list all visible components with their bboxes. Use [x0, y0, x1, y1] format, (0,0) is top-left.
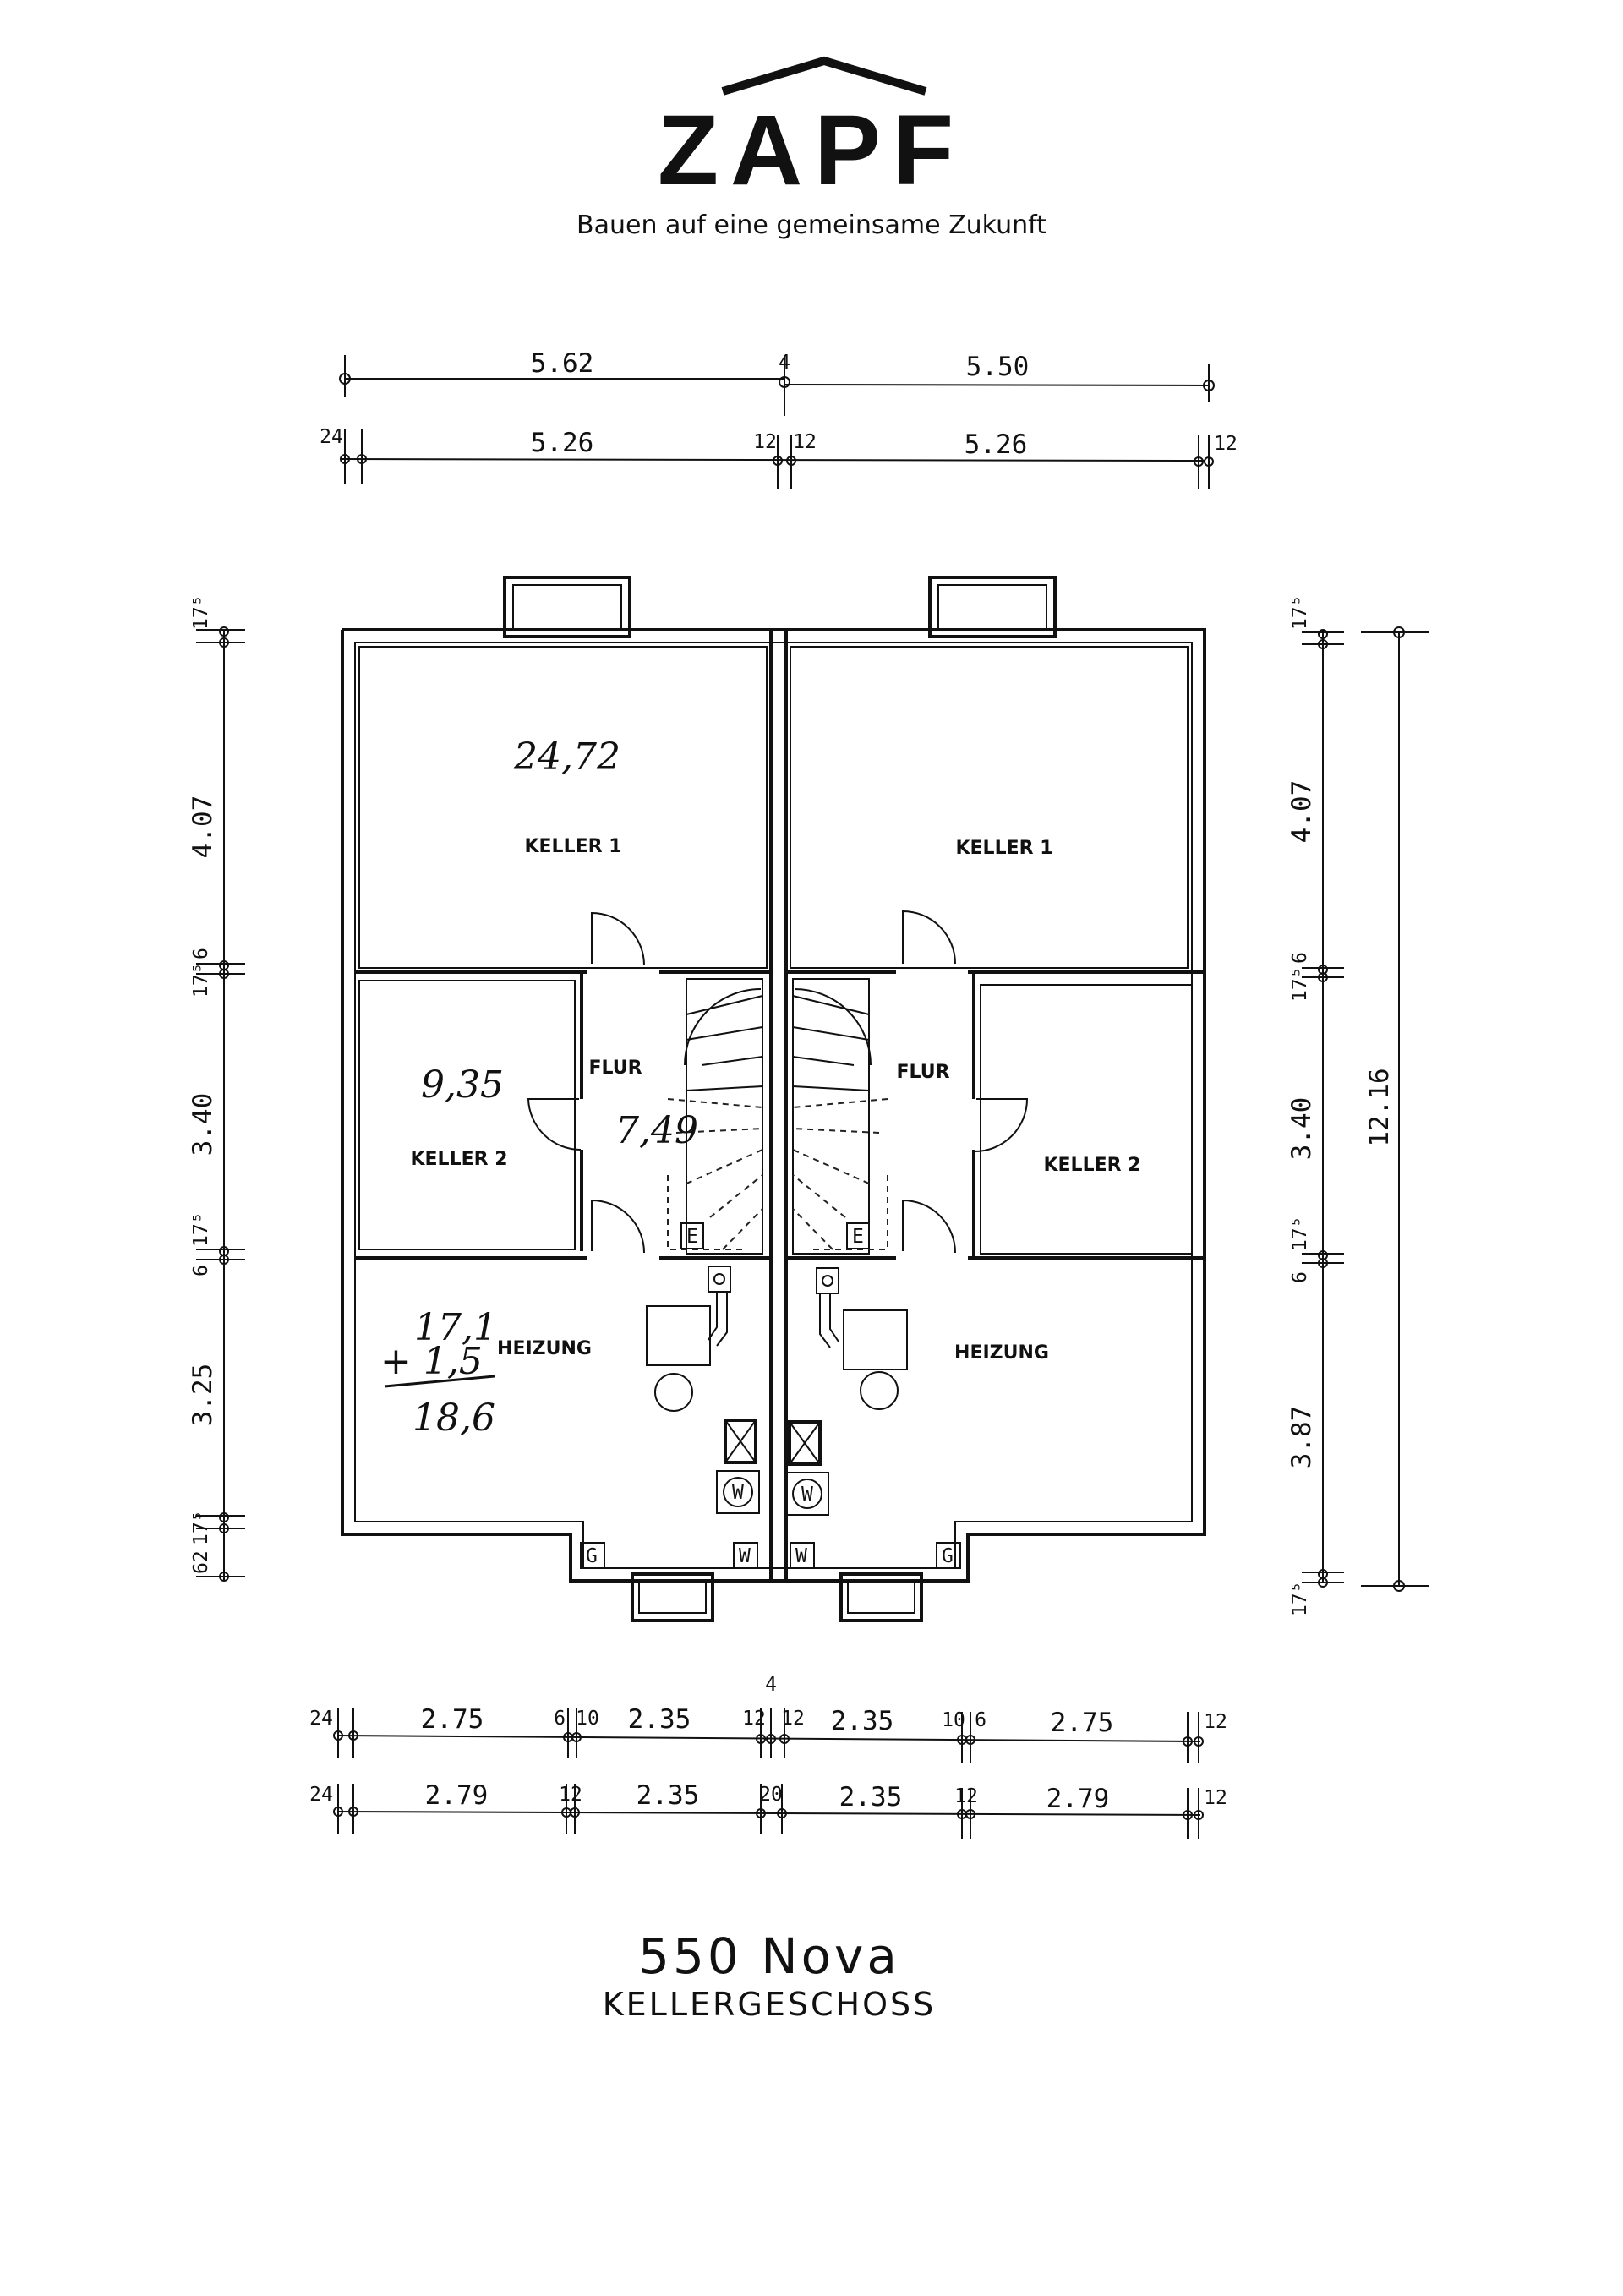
dim-bot1-12a: 12	[742, 1708, 766, 1730]
symbol-e-right: E	[852, 1226, 864, 1248]
dim-bot2-12a: 12	[559, 1784, 582, 1806]
zapf-logo: ZAPF	[658, 56, 965, 206]
dim-right-175-c: 17⁵	[1289, 1216, 1311, 1251]
top-dimension-chain-2: 24 5.26 12 12 5.26 12	[320, 426, 1238, 489]
dim-left-175-b: 17⁵	[190, 962, 212, 998]
dim-bot1-10b: 10	[942, 1709, 965, 1731]
symbol-g-right: G	[942, 1545, 954, 1567]
dim-top2-12c: 12	[1214, 433, 1238, 455]
dim-top2-12b: 12	[793, 431, 817, 453]
dim-left-6-b: 6	[190, 1265, 212, 1276]
room-label-keller1-left: KELLER 1	[524, 836, 621, 857]
dim-right-387: 3.87	[1287, 1406, 1317, 1469]
dim-left-175-c: 17⁵	[190, 1211, 212, 1247]
dim-top2-right: 5.26	[965, 429, 1028, 460]
dim-top1-mid: 4	[779, 352, 790, 374]
symbol-w-boiler-left: W	[732, 1482, 744, 1504]
dim-right-175-bottom: 17⁵	[1289, 1581, 1311, 1616]
dim-bot2-12b: 12	[954, 1785, 978, 1807]
dim-right-175-b: 17⁵	[1289, 966, 1311, 1002]
handwritten-heizung-line2: + 1,5	[380, 1340, 483, 1383]
dim-bot1-12b: 12	[781, 1708, 805, 1730]
left-dimension-chain: 17⁵ 4.07 17⁵ 6 3.40 6 17⁵ 3.25 62 17⁵	[188, 594, 245, 1582]
top-dimension-chain-1: 5.62 4 5.50	[339, 348, 1215, 416]
dim-right-6-b: 6	[1289, 1271, 1311, 1283]
dim-bot1-4: 4	[765, 1674, 777, 1696]
handwritten-keller1-area: 24,72	[513, 735, 620, 779]
dim-bot1-275b: 2.75	[1051, 1708, 1114, 1738]
symbol-w-boiler-right: W	[801, 1484, 813, 1506]
handwritten-heizung-line1: 17,1	[414, 1306, 497, 1349]
dim-bot2-24: 24	[309, 1784, 333, 1806]
dim-top2-left: 5.26	[531, 428, 594, 458]
dim-bot2-235b: 2.35	[839, 1782, 903, 1812]
handwritten-heizung-total: 18,6	[413, 1397, 495, 1440]
dim-bot1-6b: 6	[975, 1709, 986, 1731]
house-outline	[341, 576, 1206, 1622]
bottom-dimension-chain-2: 24 2.79 12 2.35 20 2.35 12 2.79 12	[309, 1780, 1227, 1839]
dim-bot1-10a: 10	[576, 1708, 599, 1730]
dim-right-175-top: 17⁵	[1289, 594, 1311, 630]
dim-left-407: 4.07	[188, 795, 218, 859]
dim-right-total: 12.16	[1364, 1068, 1395, 1146]
dim-bot1-24: 24	[309, 1708, 333, 1730]
room-label-heizung-right: HEIZUNG	[954, 1342, 1049, 1364]
dim-bot2-12c: 12	[1204, 1787, 1227, 1809]
tagline: Bauen auf eine gemeinsame Zukunft	[577, 210, 1046, 240]
symbol-e-left: E	[686, 1226, 698, 1248]
bottom-dimension-chain-1: 24 2.75 6 10 2.35 12 4 12 2.35 10 6 2.75…	[309, 1674, 1227, 1763]
symbol-w-right: W	[795, 1545, 807, 1567]
dim-right-340: 3.40	[1287, 1097, 1317, 1161]
dim-right-407: 4.07	[1287, 780, 1317, 844]
room-label-flur-left: FLUR	[588, 1058, 642, 1079]
dim-bot2-279b: 2.79	[1046, 1784, 1110, 1814]
dim-right-6-a: 6	[1289, 952, 1311, 964]
room-label-keller2-left: KELLER 2	[410, 1149, 507, 1170]
floor-name: KELLERGESCHOSS	[603, 1986, 937, 2023]
dim-bot1-235b: 2.35	[831, 1706, 894, 1736]
dim-bot1-6a: 6	[554, 1708, 566, 1730]
dim-left-6-a: 6	[190, 948, 212, 959]
dim-top2-12a: 12	[753, 431, 777, 453]
dim-bot1-275a: 2.75	[421, 1704, 484, 1735]
handwritten-sum-line	[384, 1375, 495, 1388]
dim-left-340: 3.40	[188, 1093, 218, 1156]
room-label-keller1-right: KELLER 1	[955, 838, 1052, 859]
symbol-g-left: G	[586, 1545, 598, 1567]
dim-top2-24: 24	[320, 426, 343, 448]
dim-top1-left: 5.62	[531, 348, 594, 379]
room-label-flur-right: FLUR	[896, 1062, 949, 1083]
room-label-keller2-right: KELLER 2	[1043, 1155, 1140, 1176]
dim-left-175-top: 17⁵	[190, 594, 212, 630]
symbol-w-left: W	[739, 1545, 751, 1567]
room-label-heizung-left: HEIZUNG	[497, 1338, 592, 1359]
dim-bot2-20: 20	[759, 1784, 783, 1806]
dim-bot2-279a: 2.79	[425, 1780, 489, 1811]
dim-bot1-235a: 2.35	[628, 1704, 691, 1735]
right-dimension-chain: 17⁵ 4.07 17⁵ 6 3.40 6 17⁵ 3.87 17⁵ 12.16	[1287, 594, 1429, 1616]
handwritten-flur-area: 7,49	[615, 1109, 698, 1152]
handwritten-keller2-area: 9,35	[421, 1063, 504, 1107]
dim-left-62: 62	[190, 1550, 212, 1574]
dim-bot1-12c: 12	[1204, 1711, 1227, 1733]
dim-top1-right: 5.50	[966, 352, 1030, 382]
brand-name: ZAPF	[658, 95, 965, 206]
model-name: 550 Nova	[638, 1927, 900, 1985]
dim-left-175-bottom: 17⁵	[190, 1510, 212, 1545]
dim-left-325: 3.25	[188, 1364, 218, 1427]
dim-bot2-235a: 2.35	[637, 1780, 700, 1811]
